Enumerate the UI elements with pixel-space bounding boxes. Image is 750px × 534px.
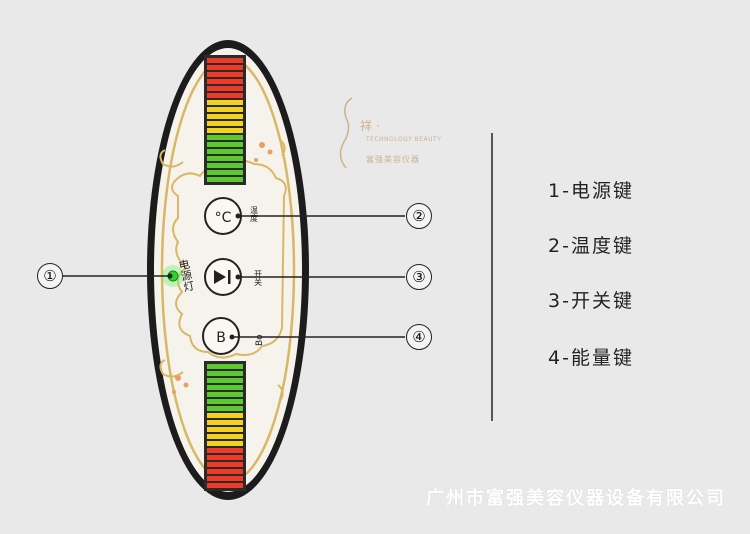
meter-segment (207, 427, 243, 432)
celsius-icon: °C (215, 210, 232, 226)
meter-segment (207, 177, 243, 182)
meter-segment (207, 413, 243, 418)
meter-segment (207, 135, 243, 140)
meter-segment (207, 364, 243, 369)
meter-segment (207, 121, 243, 126)
meter-segment (207, 378, 243, 383)
callout-dot-2 (235, 213, 241, 219)
meter-segment (207, 420, 243, 425)
energy-meter-top (204, 55, 246, 185)
logo-chinese: 富强美容仪器 (366, 155, 420, 164)
meter-segment (207, 79, 243, 84)
meter-segment (207, 128, 243, 133)
meter-segment (207, 434, 243, 439)
cloud-decoration-side-right (277, 139, 286, 402)
meter-segment (207, 58, 243, 63)
legend-item-energy: 4-能量键 (548, 347, 634, 369)
meter-segment (207, 476, 243, 481)
meter-segment (207, 385, 243, 390)
logo-english: TECHNOLOGY BEAUTY (366, 136, 442, 143)
callout-dot-4 (229, 334, 235, 340)
meter-segment (207, 406, 243, 411)
callout-dot-3 (235, 274, 241, 280)
meter-segment (207, 462, 243, 467)
company-footer: 广州市富强美容仪器设备有限公司 (426, 488, 726, 509)
meter-segment (207, 93, 243, 98)
meter-segment (207, 149, 243, 154)
legend-item-power: 1-电源键 (548, 180, 634, 202)
meter-segment (207, 392, 243, 397)
meter-segment (207, 107, 243, 112)
meter-segment (207, 65, 243, 70)
energy-meter-bottom (204, 361, 246, 491)
meter-segment (207, 469, 243, 474)
legend-item-toggle: 3-开关键 (548, 290, 634, 312)
meter-segment (207, 86, 243, 91)
flower-icon (172, 142, 273, 394)
meter-segment (207, 170, 243, 175)
meter-segment (207, 100, 243, 105)
meter-segment (207, 72, 243, 77)
logo-figure-icon (339, 97, 353, 169)
meter-segment (207, 455, 243, 460)
callout-number-4: ④ (406, 324, 432, 350)
energy-b-icon: B (216, 330, 226, 346)
energy-button[interactable] (202, 317, 240, 355)
meter-segment (207, 142, 243, 147)
power-toggle-side-label: 开关 (254, 270, 263, 287)
legend-item-temperature: 2-温度键 (548, 235, 634, 257)
logo-script: 祥 · (360, 119, 380, 133)
meter-segment (207, 156, 243, 161)
vertical-divider (491, 133, 493, 421)
callout-number-1: ① (37, 263, 63, 289)
meter-segment (207, 448, 243, 453)
energy-side-label: Bo (255, 334, 265, 346)
meter-segment (207, 441, 243, 446)
callout-number-3: ③ (406, 264, 432, 290)
callout-dot-1 (167, 273, 173, 279)
meter-segment (207, 399, 243, 404)
play-pause-icon (214, 270, 231, 284)
meter-segment (207, 371, 243, 376)
meter-segment (207, 114, 243, 119)
meter-segment (207, 483, 243, 488)
callout-number-2: ② (406, 203, 432, 229)
meter-segment (207, 163, 243, 168)
temperature-side-label: 温度 (250, 206, 259, 223)
